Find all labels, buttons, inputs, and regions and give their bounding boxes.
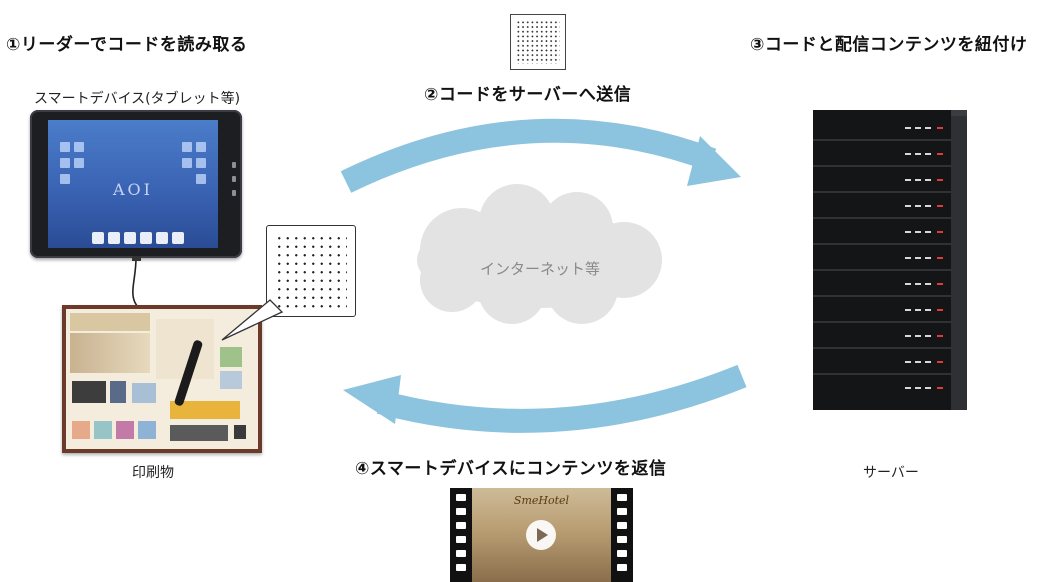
printed-label: 印刷物 [132, 465, 174, 481]
cloud-label: インターネット等 [479, 260, 600, 278]
tablet-screen: AOI [48, 120, 218, 248]
code-callout [266, 225, 356, 317]
code-icon-top [510, 14, 566, 70]
video-frame: SmeHotel [472, 488, 611, 582]
step1-title: ①リーダーでコードを読み取る [6, 35, 248, 55]
video-thumbnail[interactable]: SmeHotel [450, 488, 633, 582]
video-title: SmeHotel [513, 494, 570, 507]
cloud-icon [417, 184, 662, 324]
device-label: スマートデバイス(タブレット等) [34, 91, 241, 107]
step4-title: ④スマートデバイスにコンテンツを返信 [355, 459, 667, 479]
tablet-device: AOI [30, 110, 242, 258]
server-label: サーバー [863, 465, 919, 481]
server-rack [813, 110, 968, 420]
tablet-logo: AOI [113, 180, 153, 199]
printed-material [62, 305, 262, 453]
step2-title: ②コードをサーバーへ送信 [424, 85, 632, 105]
play-icon[interactable] [526, 520, 556, 550]
step3-title: ③コードと配信コンテンツを紐付け [750, 35, 1028, 55]
